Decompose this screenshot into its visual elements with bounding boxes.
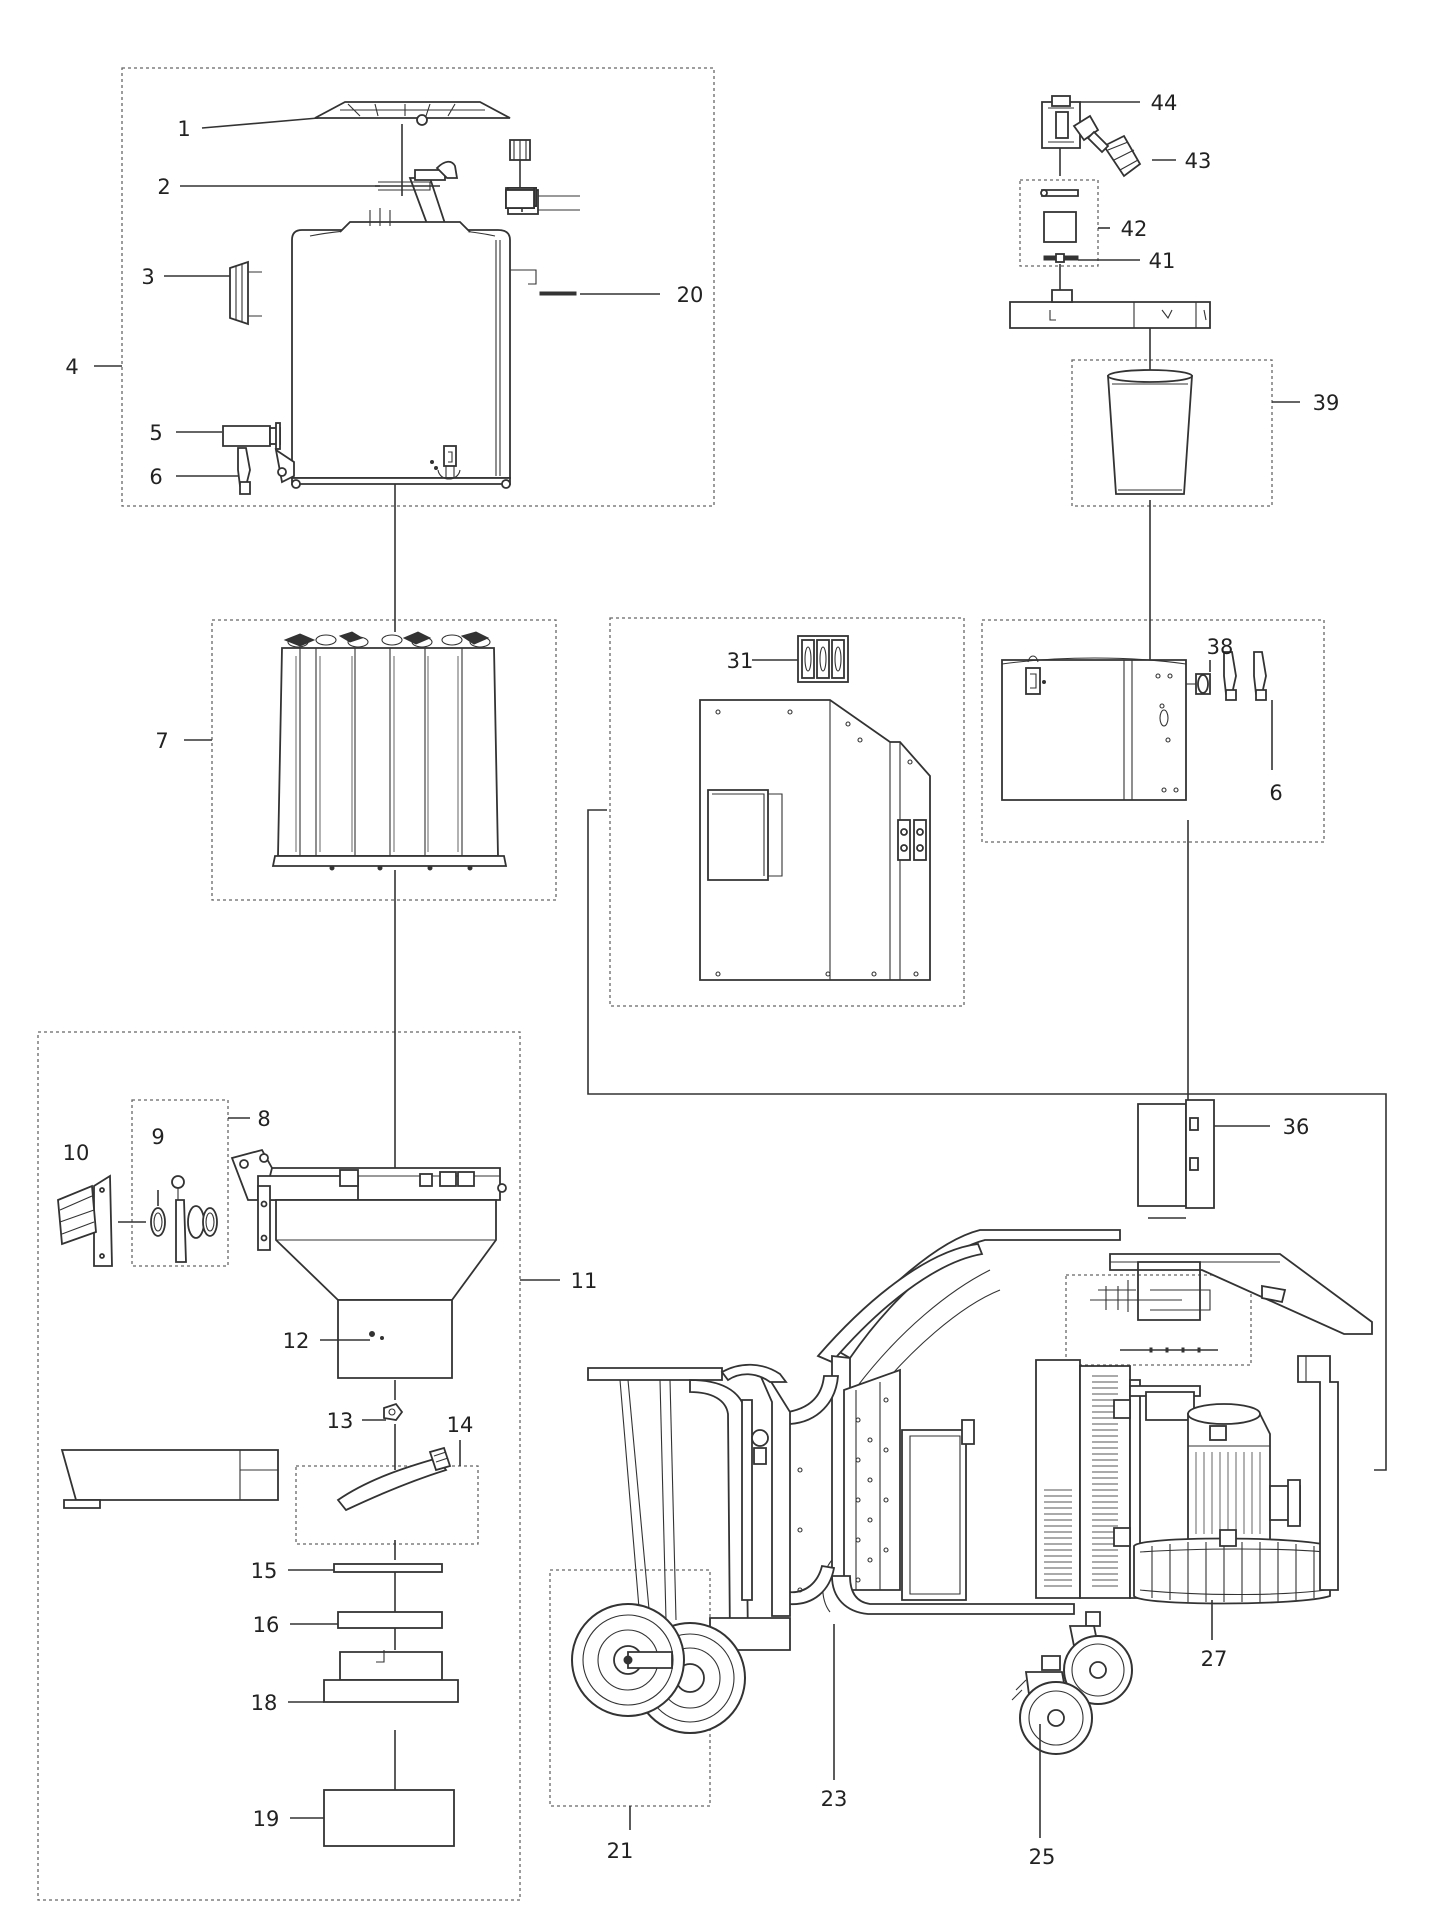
callout-43: 43 — [1185, 149, 1212, 173]
connector-lines — [394, 138, 1387, 1790]
side-handle — [229, 260, 249, 326]
callout-12: 12 — [283, 1329, 310, 1353]
frame-hose-adapter — [131, 1099, 229, 1267]
callout-13: 13 — [327, 1409, 354, 1433]
filter-pack — [271, 631, 508, 871]
frame-lower-housing — [981, 619, 1325, 843]
bracket-plate — [1009, 289, 1211, 329]
callout-27: 27 — [1201, 1647, 1228, 1671]
callout-leaders — [94, 101, 1300, 1838]
callout-31: 31 — [727, 649, 754, 673]
tank-assembly — [222, 101, 580, 495]
group-frames — [37, 67, 1325, 1901]
callout-1: 1 — [177, 117, 190, 141]
callout-4: 4 — [65, 355, 78, 379]
hopper-assembly — [57, 1148, 507, 1847]
callout-15: 15 — [251, 1559, 278, 1583]
lower-housing — [1001, 651, 1267, 801]
frame-valve-parts — [1019, 179, 1099, 267]
rear-wheels — [571, 1603, 746, 1734]
frame-hopper-assembly — [37, 1031, 521, 1901]
valve-parts — [1040, 189, 1079, 263]
callout-20: 20 — [677, 283, 704, 307]
bucket — [1107, 369, 1193, 495]
callout-numbers: 1 2 3 4 5 6 7 8 9 10 11 12 13 14 15 16 1… — [63, 91, 1340, 1869]
callout-9: 9 — [151, 1125, 164, 1149]
callout-36: 36 — [1283, 1115, 1310, 1139]
caster-wheels — [1011, 1611, 1133, 1755]
callout-6: 6 — [149, 465, 162, 489]
callout-42: 42 — [1121, 217, 1148, 241]
tank-body — [291, 229, 511, 479]
callout-10: 10 — [63, 1141, 90, 1165]
callout-11: 11 — [571, 1269, 598, 1293]
callout-44: 44 — [1151, 91, 1178, 115]
callout-41: 41 — [1149, 249, 1176, 273]
callout-6-lower: 6 — [1269, 781, 1282, 805]
callout-16: 16 — [253, 1613, 280, 1637]
housing-panel — [699, 635, 931, 981]
callout-39: 39 — [1313, 391, 1340, 415]
callout-7: 7 — [155, 729, 168, 753]
frame-deflector — [295, 1465, 479, 1545]
callout-14: 14 — [447, 1413, 474, 1437]
callout-18: 18 — [251, 1691, 278, 1715]
callout-21: 21 — [607, 1839, 634, 1863]
callout-38: 38 — [1207, 635, 1234, 659]
callout-25: 25 — [1029, 1845, 1056, 1869]
callout-2: 2 — [157, 175, 170, 199]
callout-8: 8 — [257, 1107, 270, 1131]
frame-bucket — [1071, 359, 1273, 507]
callout-23: 23 — [821, 1787, 848, 1811]
top-valve — [1041, 95, 1142, 178]
callout-3: 3 — [141, 265, 154, 289]
frame-housing-panel — [609, 617, 965, 1007]
callout-19: 19 — [253, 1807, 280, 1831]
callout-5: 5 — [149, 421, 162, 445]
frame-bracket-parts — [1065, 1274, 1252, 1366]
cart-frame — [571, 1099, 1373, 1755]
frame-tank-assembly — [121, 67, 715, 507]
